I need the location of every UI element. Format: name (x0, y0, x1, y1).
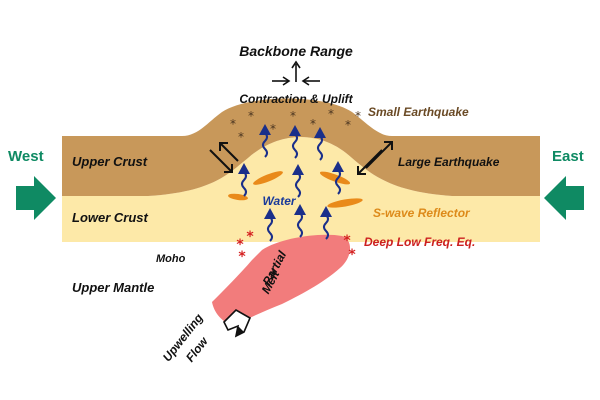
deep-low-freq-stars: * * * * * (236, 229, 356, 265)
label-s-wave-reflector: S-wave Reflector (373, 206, 471, 220)
arrowhead (264, 208, 276, 219)
upwelling-flow-arrow (223, 309, 252, 338)
label-upper-mantle: Upper Mantle (72, 280, 154, 295)
contraction-uplift-arrows (272, 60, 320, 86)
water-arrow (262, 132, 268, 158)
water-arrow (267, 216, 273, 242)
water-arrow (241, 171, 247, 197)
arrowhead (259, 124, 271, 135)
arrowhead (238, 163, 250, 174)
diagram-title: Backbone Range (239, 43, 353, 59)
star: * (290, 109, 296, 123)
water-arrow (335, 169, 341, 195)
label-small-earthquake: Small Earthquake (368, 105, 469, 119)
star: * (343, 233, 351, 249)
water-arrow (317, 135, 323, 161)
water-arrow (323, 214, 329, 240)
reflector (253, 171, 283, 185)
partial-melt-body (212, 234, 351, 326)
small-earthquake-stars: * * * * * * * * * (230, 107, 361, 144)
star: * (238, 130, 244, 144)
label-large-earthquake: Large Earthquake (398, 155, 500, 169)
arrowhead (292, 164, 304, 175)
arrowhead (320, 206, 332, 217)
reflector (327, 198, 363, 208)
reflector (228, 193, 248, 201)
upper-crust-layer (62, 98, 540, 196)
arrowhead (314, 127, 326, 138)
star: * (248, 109, 254, 123)
water-arrow (297, 212, 303, 238)
label-upper-crust: Upper Crust (72, 154, 148, 169)
right-fault-arrows (357, 141, 393, 175)
diagram-subtitle: Contraction & Uplift (239, 92, 353, 106)
water-arrow (292, 133, 298, 159)
label-east: East (552, 148, 584, 165)
star: * (348, 247, 356, 263)
star: * (236, 237, 244, 253)
left-fault-arrows (209, 142, 239, 173)
water-arrows (241, 132, 341, 242)
star: * (328, 107, 334, 121)
water-arrowheads (238, 124, 344, 219)
east-compression-arrow (544, 176, 584, 220)
lower-crust-layer (62, 137, 540, 242)
star: * (345, 118, 351, 132)
arrowhead (294, 204, 306, 215)
label-moho: Moho (156, 253, 186, 265)
arrowhead (332, 161, 344, 172)
star: * (355, 109, 361, 123)
star: * (310, 117, 316, 131)
s-wave-reflectors (228, 171, 363, 208)
label-west: West (8, 148, 44, 165)
west-compression-arrow (16, 176, 56, 220)
label-lower-crust: Lower Crust (72, 210, 149, 225)
star: * (270, 122, 276, 136)
arrowhead (289, 125, 301, 136)
water-arrow (295, 172, 301, 198)
label-water: Water (262, 194, 296, 208)
star: * (246, 229, 254, 245)
star: * (238, 249, 246, 265)
label-deep-low-freq: Deep Low Freq. Eq. (364, 235, 475, 249)
star: * (230, 117, 236, 131)
reflector (319, 171, 351, 185)
